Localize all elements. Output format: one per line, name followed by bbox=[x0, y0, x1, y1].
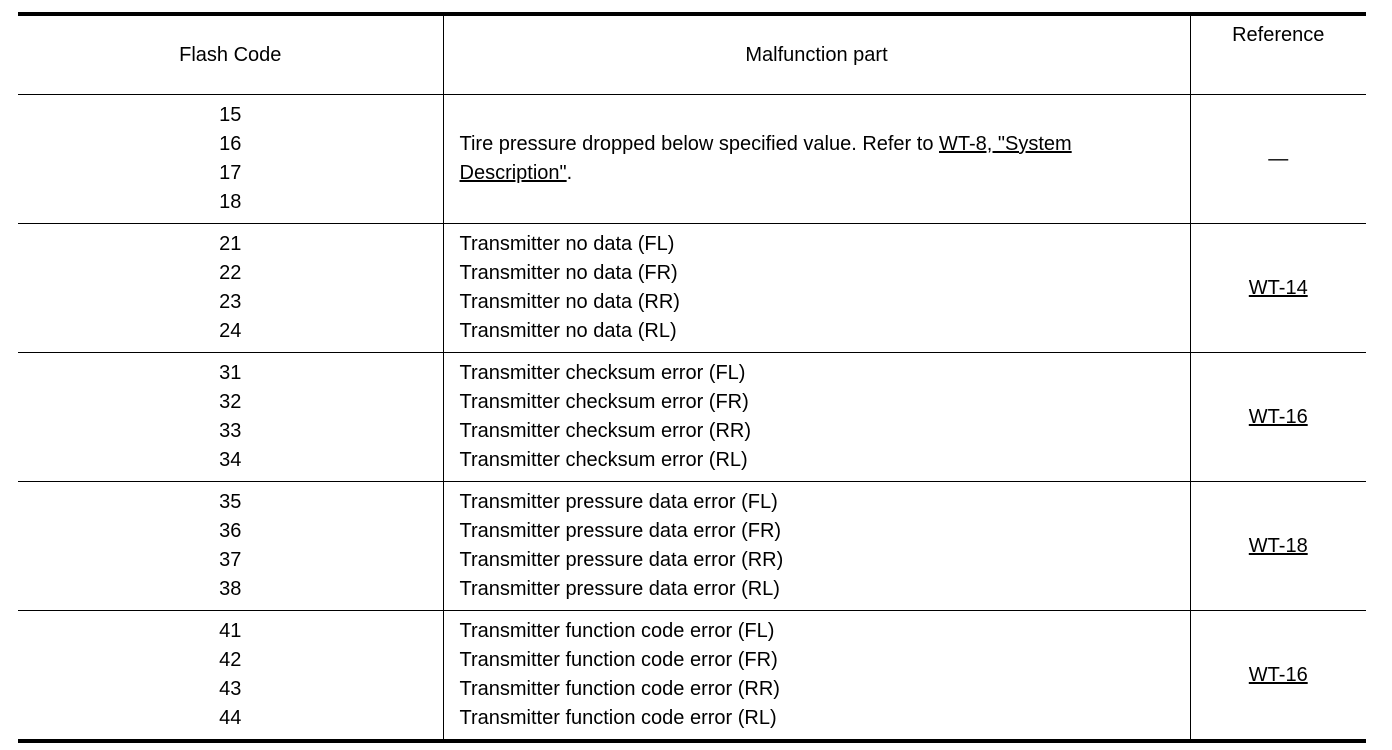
malfunction-part-suffix: . bbox=[566, 162, 573, 184]
table-row: 41 42 43 44 Transmitter function code er… bbox=[18, 610, 1366, 743]
flash-code: 17 bbox=[219, 162, 242, 184]
table-row: 31 32 33 34 Transmitter checksum error (… bbox=[18, 352, 1366, 482]
table-row: 15 16 17 18 Tire pressure dropped below … bbox=[18, 94, 1366, 224]
reference-cell: WT-16 bbox=[1189, 610, 1366, 743]
flash-code: 24 bbox=[219, 320, 242, 342]
reference-cell: — bbox=[1189, 94, 1366, 224]
header-malfunction-part: Malfunction part bbox=[442, 12, 1190, 95]
malfunction-part-cell: Transmitter pressure data error (FL) Tra… bbox=[442, 481, 1190, 611]
malfunction-part: Transmitter no data (RR) bbox=[459, 291, 680, 313]
flash-code: 32 bbox=[219, 391, 242, 413]
malfunction-part: Transmitter checksum error (FL) bbox=[459, 362, 746, 384]
flash-code: 34 bbox=[219, 449, 242, 471]
flash-code: 41 bbox=[219, 620, 242, 642]
flash-code: 23 bbox=[219, 291, 242, 313]
flash-code: 37 bbox=[219, 549, 242, 571]
header-row: Flash Code Malfunction part Reference bbox=[18, 12, 1366, 95]
malfunction-part: Transmitter no data (RL) bbox=[459, 320, 677, 342]
reference-link[interactable]: WT-16 bbox=[1248, 663, 1308, 686]
system-description-link[interactable]: WT-8, "System Description" bbox=[459, 133, 1072, 184]
flash-code: 22 bbox=[219, 262, 242, 284]
flash-codes-cell: 15 16 17 18 bbox=[18, 94, 443, 224]
malfunction-part-cell: Transmitter no data (FL) Transmitter no … bbox=[442, 223, 1190, 353]
malfunction-part: Transmitter pressure data error (RR) bbox=[459, 549, 784, 571]
flash-code: 43 bbox=[219, 678, 242, 700]
flash-codes-cell: 41 42 43 44 bbox=[18, 610, 443, 743]
malfunction-part: Transmitter function code error (FR) bbox=[459, 649, 778, 671]
malfunction-part: Transmitter checksum error (RL) bbox=[459, 449, 748, 471]
malfunction-part: Transmitter pressure data error (FL) bbox=[459, 491, 778, 513]
malfunction-part: Transmitter pressure data error (FR) bbox=[459, 520, 782, 542]
header-reference: Reference bbox=[1189, 12, 1366, 95]
flash-code-table-container: Flash Code Malfunction part Reference 15… bbox=[18, 12, 1366, 743]
reference-cell: WT-14 bbox=[1189, 223, 1366, 353]
reference-cell: WT-16 bbox=[1189, 352, 1366, 482]
flash-code: 35 bbox=[219, 491, 242, 513]
reference-link[interactable]: WT-18 bbox=[1248, 534, 1308, 557]
malfunction-part: Transmitter no data (FL) bbox=[459, 233, 675, 255]
flash-code: 33 bbox=[219, 420, 242, 442]
flash-code: 18 bbox=[219, 191, 242, 213]
reference-link[interactable]: WT-16 bbox=[1248, 405, 1308, 428]
table-row: 21 22 23 24 Transmitter no data (FL) Tra… bbox=[18, 223, 1366, 353]
flash-code: 44 bbox=[219, 707, 242, 729]
malfunction-part: Transmitter function code error (FL) bbox=[459, 620, 775, 642]
malfunction-part: Transmitter function code error (RL) bbox=[459, 707, 777, 729]
malfunction-part-cell: Tire pressure dropped below specified va… bbox=[442, 94, 1190, 224]
reference-link[interactable]: WT-14 bbox=[1248, 276, 1308, 299]
flash-code: 38 bbox=[219, 578, 242, 600]
malfunction-part: Transmitter no data (FR) bbox=[459, 262, 678, 284]
flash-code: 21 bbox=[219, 233, 242, 255]
flash-codes-cell: 31 32 33 34 bbox=[18, 352, 443, 482]
flash-code-table: Flash Code Malfunction part Reference 15… bbox=[18, 12, 1366, 743]
flash-codes-cell: 35 36 37 38 bbox=[18, 481, 443, 611]
flash-code: 15 bbox=[219, 104, 242, 126]
malfunction-part: Transmitter function code error (RR) bbox=[459, 678, 780, 700]
reference-dash: — bbox=[1268, 147, 1289, 170]
reference-cell: WT-18 bbox=[1189, 481, 1366, 611]
flash-codes-cell: 21 22 23 24 bbox=[18, 223, 443, 353]
malfunction-part: Transmitter checksum error (FR) bbox=[459, 391, 749, 413]
malfunction-part-cell: Transmitter function code error (FL) Tra… bbox=[442, 610, 1190, 743]
table-row: 35 36 37 38 Transmitter pressure data er… bbox=[18, 481, 1366, 611]
malfunction-part-cell: Transmitter checksum error (FL) Transmit… bbox=[442, 352, 1190, 482]
flash-code: 31 bbox=[219, 362, 242, 384]
flash-code: 36 bbox=[219, 520, 242, 542]
malfunction-part: Transmitter checksum error (RR) bbox=[459, 420, 752, 442]
flash-code: 42 bbox=[219, 649, 242, 671]
flash-code: 16 bbox=[219, 133, 242, 155]
malfunction-part: Transmitter pressure data error (RL) bbox=[459, 578, 780, 600]
header-flash-code: Flash Code bbox=[18, 12, 443, 95]
malfunction-part-text: Tire pressure dropped below specified va… bbox=[459, 133, 940, 155]
